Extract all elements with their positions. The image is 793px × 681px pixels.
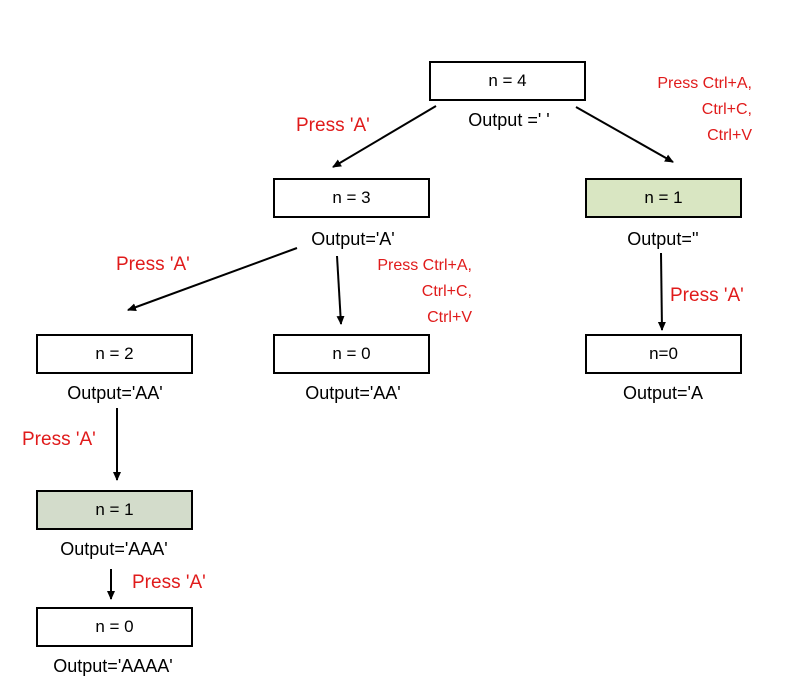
node-n1-left: n = 1 [36, 490, 193, 530]
node-root-output: Output =' ' [468, 110, 550, 130]
node-n2-output: Output='AA' [67, 383, 163, 403]
edge-label-press-a-root: Press 'A' [296, 115, 370, 136]
node-n1-left-output: Output='AAA' [60, 539, 168, 559]
node-n0-right-output: Output='A [623, 383, 703, 403]
edge-label-press-a-right: Press 'A' [670, 285, 744, 306]
edge-root-to-n3 [332, 105, 437, 168]
edge-label-ctrl-n3-line-1: Press Ctrl+A, [377, 257, 472, 274]
edge-n1-right-to-n0-right [657, 252, 666, 331]
edge-n3-to-n2 [127, 247, 298, 311]
node-n0-right: n=0 [585, 334, 742, 374]
node-n2: n = 2 [36, 334, 193, 374]
edge-label-press-a-n1: Press 'A' [132, 572, 206, 593]
edge-root-to-n1-right [575, 106, 674, 163]
node-n1-right: n = 1 [585, 178, 742, 218]
edge-label-ctrl-root-line-1: Press Ctrl+A, [657, 75, 752, 92]
edge-label-press-a-n3: Press 'A' [116, 254, 190, 275]
node-n3-output: Output='A' [311, 229, 395, 249]
node-n1-right-output: Output='' [627, 229, 699, 249]
edge-label-ctrl-n3-line-2: Ctrl+C, [421, 283, 472, 300]
edge-label-ctrl-root-line-2: Ctrl+C, [701, 101, 752, 118]
node-n0-bottom-output: Output='AAAA' [53, 656, 173, 676]
edge-n3-to-n0-mid [336, 255, 345, 325]
edge-label-ctrl-n3-line-3: Ctrl+V [427, 309, 472, 326]
node-n0-mid: n = 0 [273, 334, 430, 374]
edge-label-press-a-n2: Press 'A' [22, 429, 96, 450]
edge-label-ctrl-n3: Press Ctrl+A, Ctrl+C, Ctrl+V [356, 253, 472, 331]
edge-label-ctrl-root: Press Ctrl+A, Ctrl+C, Ctrl+V [632, 71, 752, 149]
node-root: n = 4 [429, 61, 586, 101]
node-n0-mid-output: Output='AA' [305, 383, 401, 403]
node-n0-bottom: n = 0 [36, 607, 193, 647]
edge-label-ctrl-root-line-3: Ctrl+V [707, 127, 752, 144]
node-n3: n = 3 [273, 178, 430, 218]
